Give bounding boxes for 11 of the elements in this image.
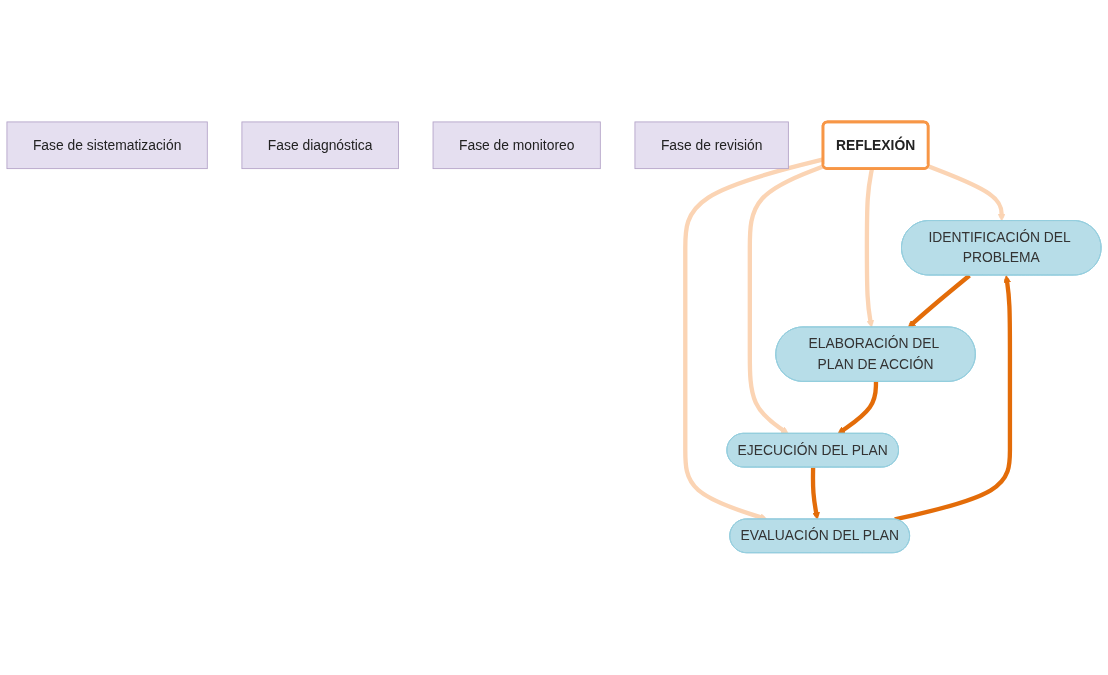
node-box [241,121,399,170]
arrow [837,382,879,435]
node-box [6,121,208,170]
arrow [894,275,1013,522]
arrow [927,164,1006,222]
diagram: Fase de sistematización Fase diagnóstica Fase de monitoreo Fase de revisión REFLEXIÓN IDENTIFICACIÓN DEL PROBLEMA ELABORACIÓN DEL PLAN DE ACCIÓN EJECUCIÓN DEL PLAN EVALUACIÓN DEL PLAN [0,115,1108,560]
node-box [432,121,601,170]
node-box [634,121,789,170]
arrow [810,467,820,520]
arrow [864,168,875,328]
arrow [747,164,825,435]
